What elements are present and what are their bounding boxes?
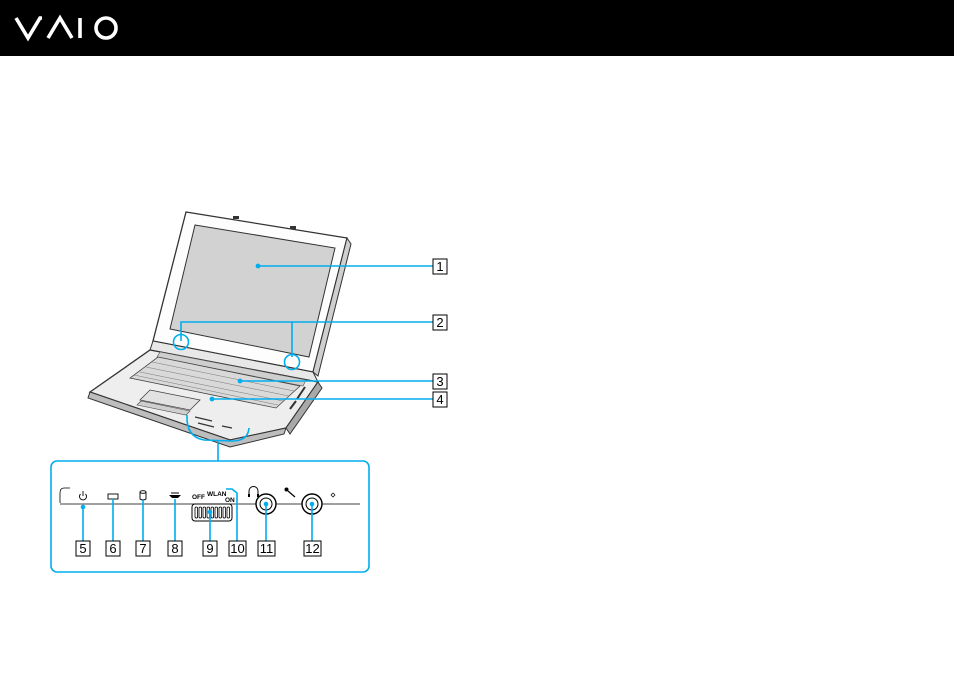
callout-10: 10 [229,541,246,556]
memory-stick-icon [169,493,181,498]
callout-4: 4 [433,392,447,407]
svg-text:7: 7 [139,541,146,556]
svg-text:3: 3 [436,374,443,389]
callout-3: 3 [433,374,447,389]
callout-9: 9 [203,541,217,556]
svg-text:4: 4 [436,392,443,407]
power-icon [80,491,87,500]
callout-6: 6 [106,541,120,556]
callout-12: 12 [304,541,321,556]
callout-1: 1 [433,259,447,274]
svg-text:12: 12 [305,541,319,556]
laptop-illustration [88,212,351,447]
svg-text:6: 6 [109,541,116,556]
svg-text:8: 8 [171,541,178,556]
callout-11: 11 [258,541,275,556]
svg-text:WLAN: WLAN [207,491,227,498]
microphone-icon [285,488,296,498]
callout-2: 2 [433,315,447,330]
hard-disk-icon [140,491,146,500]
front-panel-detail: OFF WLAN ON [51,461,369,572]
svg-text:2: 2 [436,315,443,330]
svg-text:10: 10 [230,541,244,556]
callout-7: 7 [136,541,150,556]
svg-text:5: 5 [79,541,86,556]
headphones-icon [249,487,258,497]
svg-text:11: 11 [260,541,274,556]
svg-text:1: 1 [436,259,443,274]
svg-text:OFF: OFF [192,494,205,501]
svg-text:ON: ON [225,497,235,504]
callout-5: 5 [76,541,90,556]
battery-icon [108,494,118,499]
svg-text:9: 9 [206,541,213,556]
callout-8: 8 [168,541,182,556]
